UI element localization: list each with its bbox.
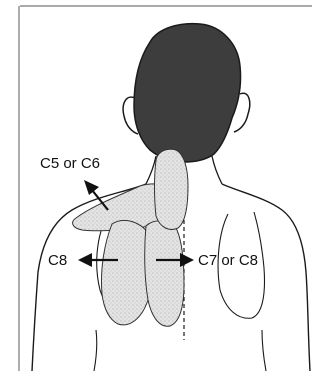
right-shoulder-contour [222, 184, 310, 371]
neck-right-contour [212, 156, 222, 184]
referral-zone-c7 [155, 149, 189, 229]
referral-zone-c8-right [145, 221, 184, 326]
head-hair [134, 24, 241, 162]
label-c5-or-c6: C5 or C6 [40, 155, 100, 172]
back-lower-right-contour [262, 330, 266, 371]
label-c8-left: C8 [48, 252, 67, 269]
back-lower-contour [94, 330, 97, 371]
label-c7-or-c8: C7 or C8 [198, 252, 258, 269]
arrow-upper-left [84, 180, 108, 210]
